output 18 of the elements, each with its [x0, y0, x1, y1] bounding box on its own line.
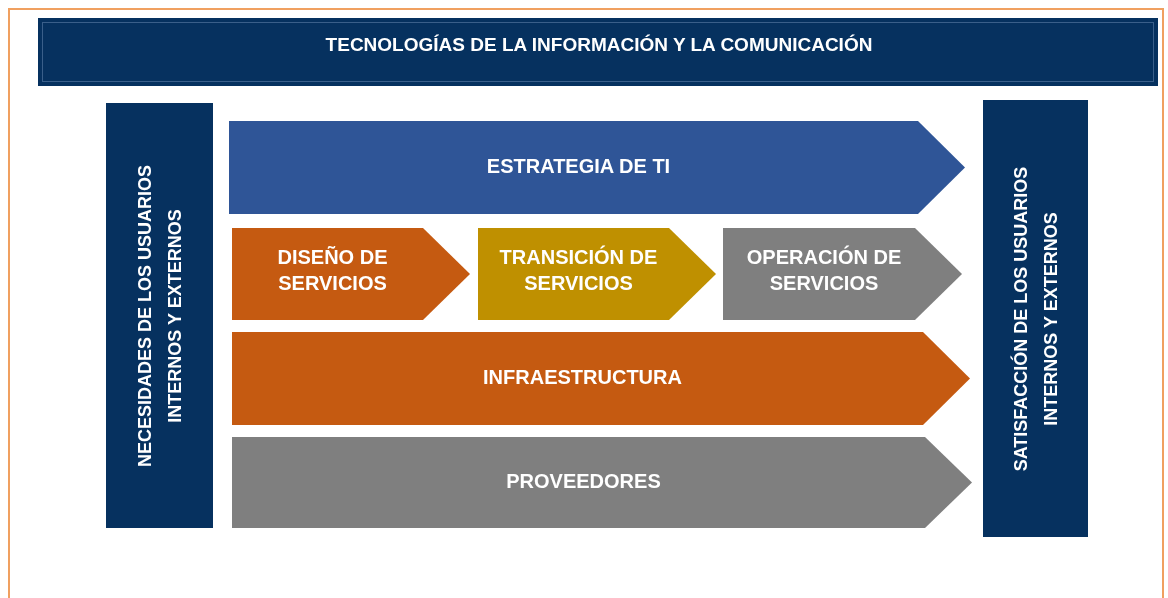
chevron-label: INFRAESTRUCTURA: [482, 364, 683, 390]
chevron-label: DISEÑO DE SERVICIOS: [276, 245, 389, 296]
process-banner: [232, 228, 470, 320]
title-text: TECNOLOGÍAS DE LA INFORMACIÓN Y LA COMUNICACIÓN: [324, 33, 874, 57]
side-panel: [983, 100, 1088, 537]
chevron-label: OPERACIÓN DE SERVICIOS: [745, 244, 903, 296]
side-panel: [106, 103, 213, 528]
process-banner: [232, 437, 972, 528]
process-banner: [478, 228, 716, 320]
chevron-label: PROVEEDORES: [505, 468, 662, 494]
chevron-label: TRANSICIÓN DE SERVICIOS: [498, 244, 659, 296]
process-banner: [723, 228, 962, 320]
process-banner: [232, 332, 970, 425]
vertical-label: SATISFACCIÓN DE LOS USUARIOS INTERNOS Y EXTERNOS: [1009, 165, 1062, 473]
process-banner: [229, 121, 965, 214]
title-bar: [38, 18, 1158, 86]
chevron-label: ESTRATEGIA DE TI: [485, 153, 672, 179]
vertical-label: NECESIDADES DE LOS USUARIOS INTERNOS Y EXTERNOS: [133, 163, 186, 469]
